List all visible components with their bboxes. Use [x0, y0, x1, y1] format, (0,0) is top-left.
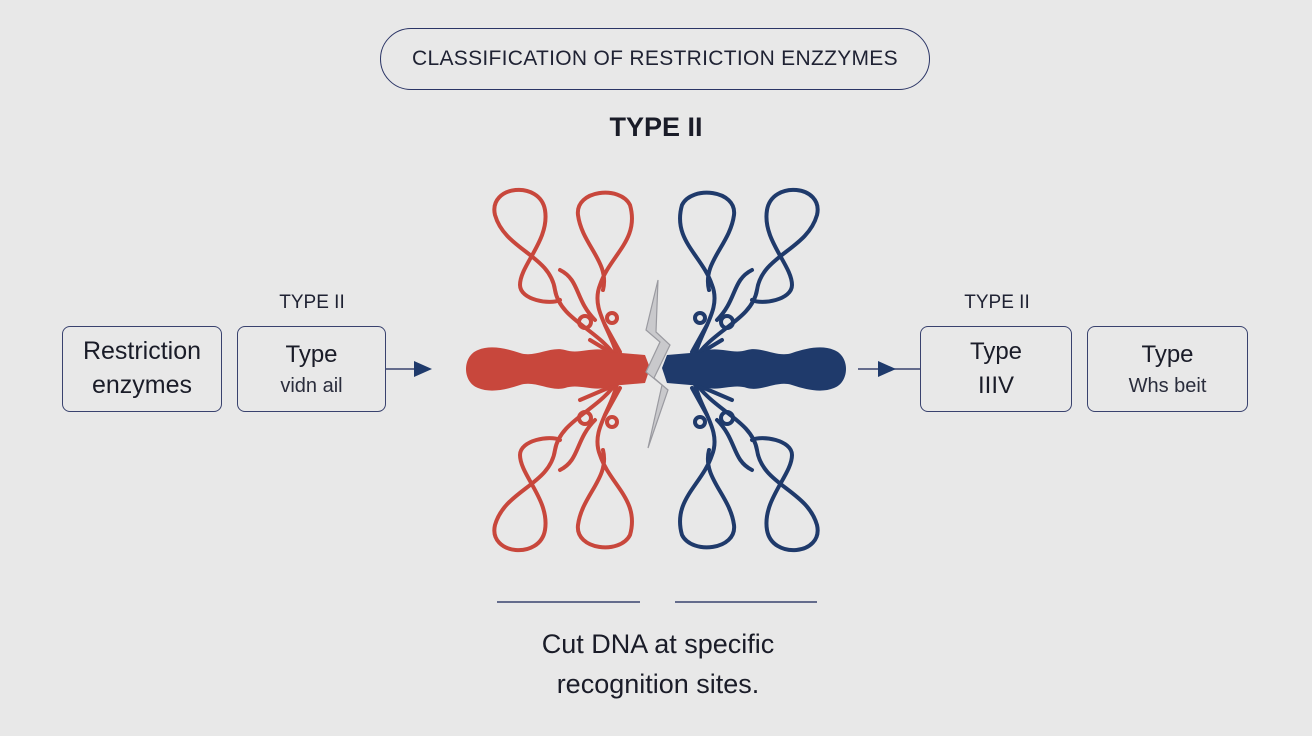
diagram-subtitle: TYPE II: [609, 112, 703, 142]
left-arrow-icon: [414, 361, 432, 377]
lightning-cut-icon: [645, 279, 671, 449]
right-type-label: TYPE II: [964, 292, 1030, 313]
blue-enzyme-icon: [678, 187, 820, 553]
type-right1-line1: Type: [969, 338, 1023, 366]
type-left-line2: vidn ail: [280, 374, 343, 397]
type-right2-line1: Type: [1141, 341, 1194, 369]
caption-line1: Cut DNA at specific: [541, 629, 775, 659]
red-enzyme-icon: [492, 187, 634, 553]
left-type-label: TYPE II: [279, 292, 345, 313]
type-right1-line2: IIIV: [977, 372, 1014, 399]
restriction-box-line2: enzymes: [91, 371, 193, 399]
title-pill: CLASSIFICATION OF RESTRICTION ENZZYMES: [380, 28, 930, 90]
restriction-enzymes-box: Restriction enzymes: [62, 326, 222, 412]
red-enzyme-body: [466, 347, 650, 391]
blue-enzyme-body: [662, 347, 846, 391]
diagram-title: CLASSIFICATION OF RESTRICTION ENZZYMES: [412, 47, 898, 70]
caption: Cut DNA at specific recognition sites.: [0, 624, 1312, 704]
type-right-box-2: Type Whs beit: [1087, 326, 1248, 412]
type-left-box: Type vidn ail: [237, 326, 386, 412]
type-right-box-1: Type IIIV: [920, 326, 1072, 412]
type-right2-line2: Whs beit: [1128, 374, 1207, 397]
restriction-box-line1: Restriction: [82, 337, 202, 366]
caption-line2: recognition sites.: [556, 669, 760, 699]
type-left-line1: Type: [285, 341, 338, 369]
right-arrow-icon: [878, 361, 896, 377]
